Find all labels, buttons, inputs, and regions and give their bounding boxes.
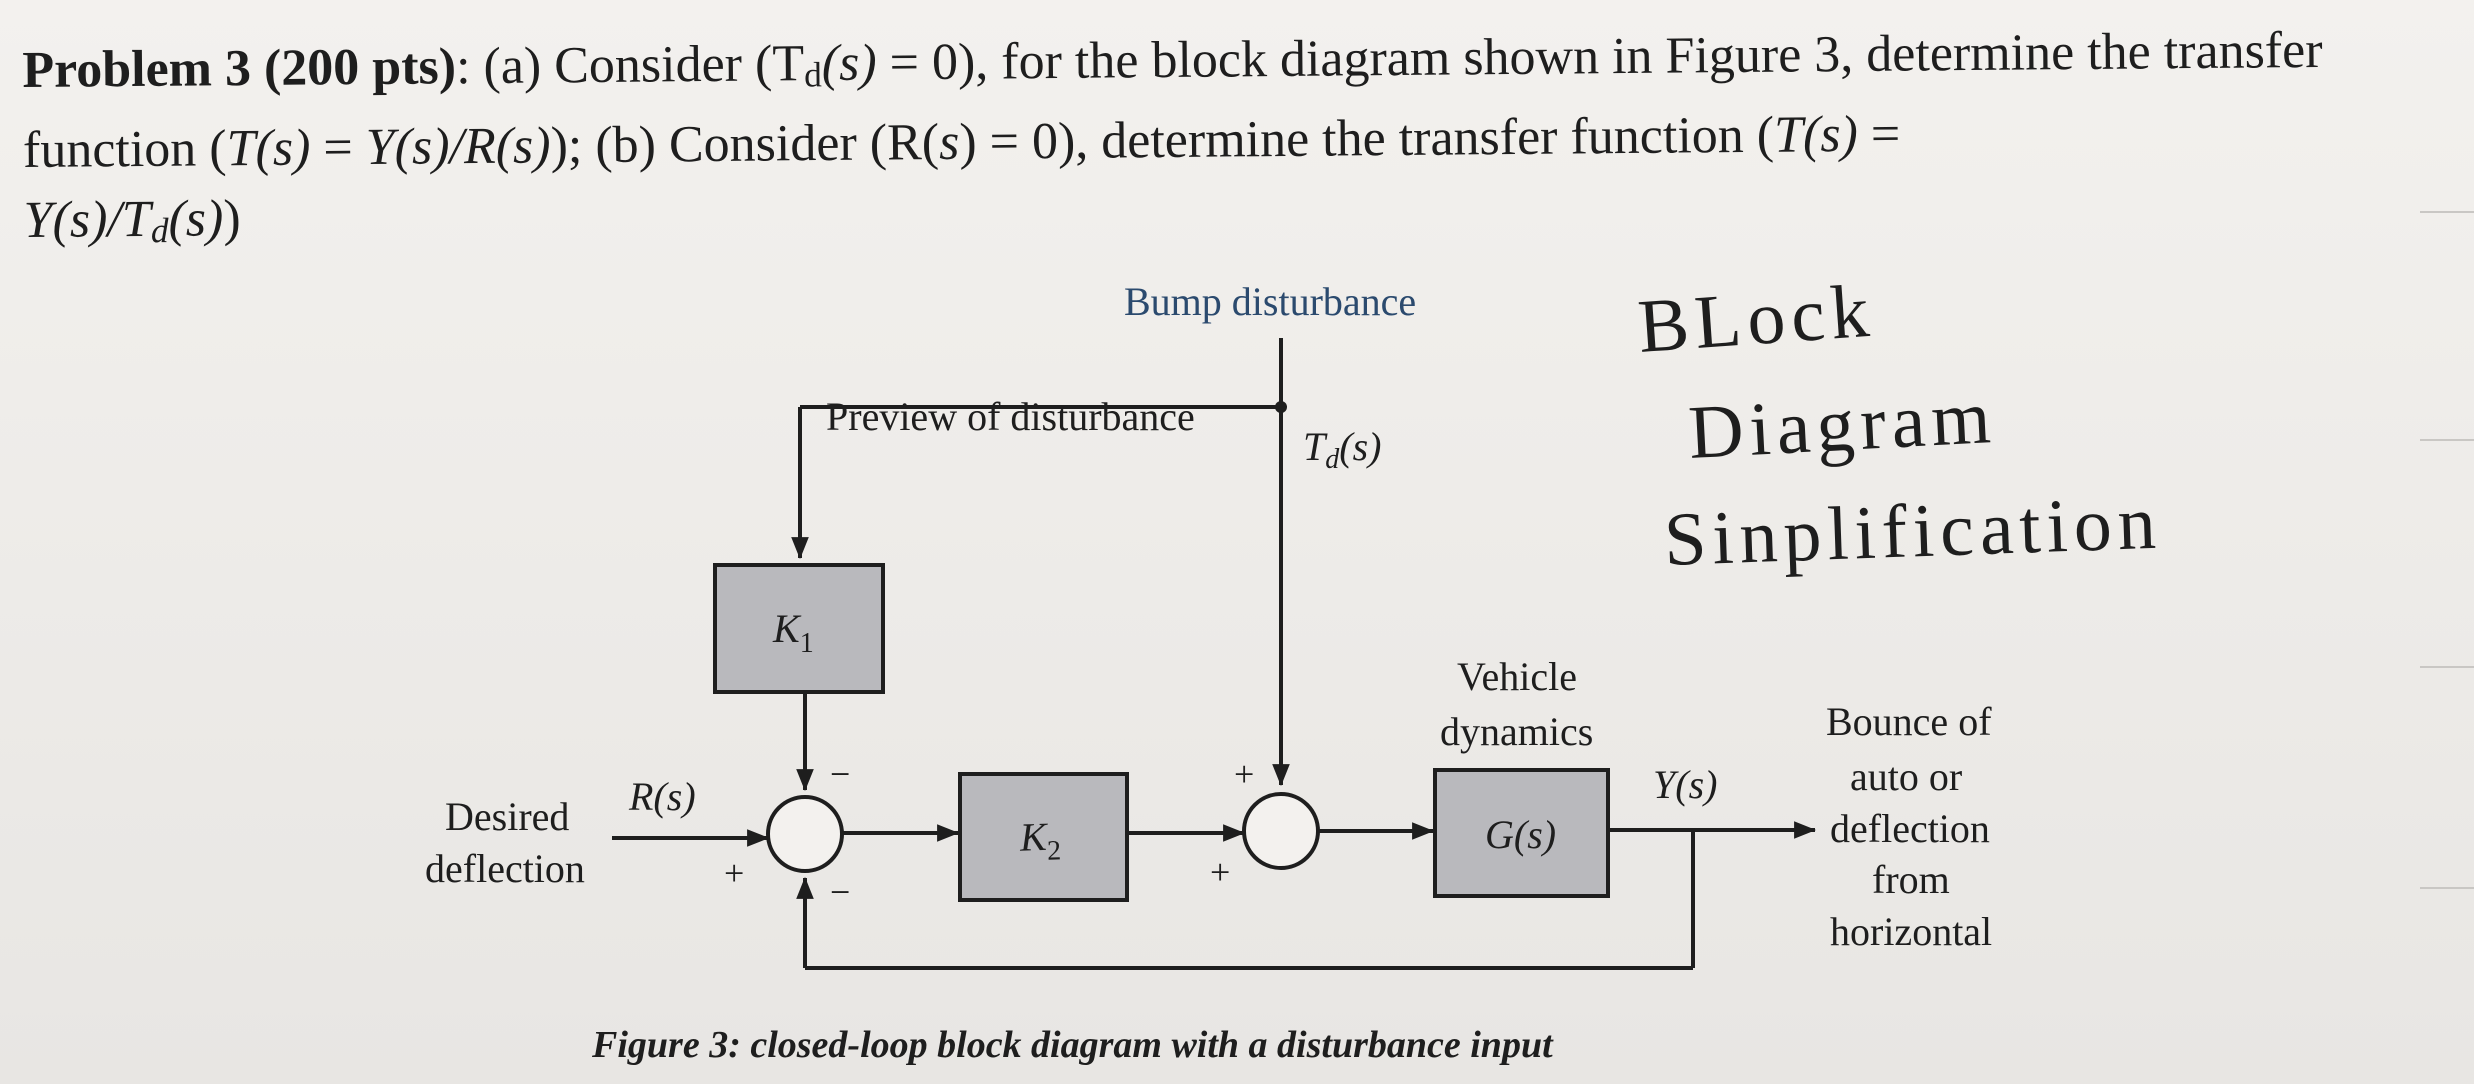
sum-junction-2 xyxy=(1242,792,1320,870)
sum1-top-sign: − xyxy=(830,754,850,794)
handwritten-line-3: Sinplification xyxy=(1663,481,2163,582)
output-desc-1: Bounce of xyxy=(1826,699,1992,744)
sum1-bottom-sign: − xyxy=(830,872,850,912)
k1-block xyxy=(713,563,885,694)
k1-label: K1 xyxy=(772,606,814,659)
takeoff-point xyxy=(1275,401,1287,413)
output-desc-5: horizontal xyxy=(1830,909,1992,954)
figure-caption: Figure 3: closed-loop block diagram with… xyxy=(591,1024,1554,1066)
td-label: Td(s) xyxy=(1303,424,1381,475)
k2-label: K2 xyxy=(1018,813,1062,867)
deflection-label: deflection xyxy=(425,846,585,891)
dynamics-label: dynamics xyxy=(1440,709,1593,754)
g-block xyxy=(1433,768,1610,898)
output-desc-3: deflection xyxy=(1830,806,1990,851)
sum2-bottom-sign: + xyxy=(1210,852,1230,892)
preview-of-disturbance-label: Preview of disturbance xyxy=(826,394,1195,439)
handwritten-line-1: BLock xyxy=(1635,269,1877,369)
bump-disturbance-label: Bump disturbance xyxy=(1124,279,1416,324)
sum2-top-sign: + xyxy=(1234,754,1254,794)
vehicle-label: Vehicle xyxy=(1457,654,1577,699)
handwritten-line-2: Diagram xyxy=(1686,375,1998,475)
desired-label: Desired xyxy=(445,794,569,839)
g-label: G(s) xyxy=(1485,812,1556,857)
sum-junction-1 xyxy=(766,795,844,873)
output-desc-2: auto or xyxy=(1850,754,1962,799)
y-label: Y(s) xyxy=(1653,762,1717,807)
output-desc-4: from xyxy=(1872,857,1950,902)
sum1-left-sign: + xyxy=(724,853,744,893)
k2-block xyxy=(958,772,1129,902)
r-label: R(s) xyxy=(628,774,696,819)
